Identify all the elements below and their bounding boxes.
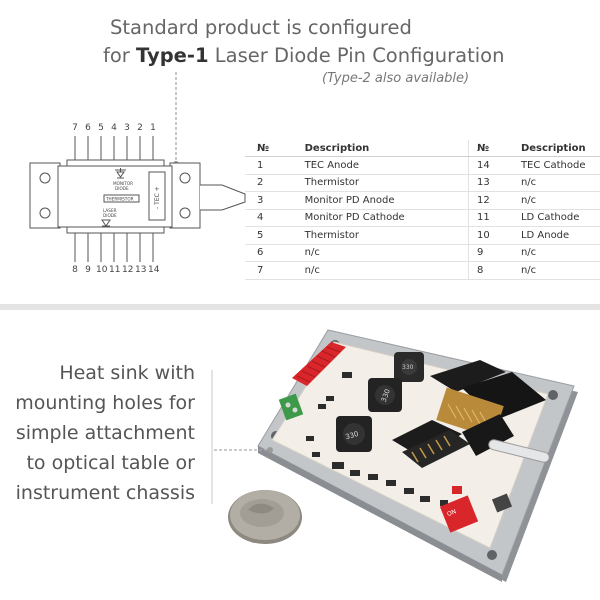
tec-label: - TEC + [154,186,161,209]
table-cell: TEC Cathode [520,156,600,175]
inductor-1 [394,352,424,382]
table-cell: 11 [468,209,521,227]
inductor-3: 330 [336,416,372,452]
side-text-line: to optical table or [26,452,195,474]
table-cell: Monitor PD Cathode [304,209,469,227]
pin-number-top: 7 [72,123,78,133]
ic-mark-3: 330 [345,430,360,441]
table-cell: 4 [245,209,305,227]
butterfly-package-diagram [29,136,246,262]
pin-number-top: 3 [124,123,130,133]
table-cell: Thermistor [304,226,469,245]
table-cell: n/c [520,174,600,192]
table-cell: 2 [245,174,305,192]
table-cell: TEC Anode [304,156,469,175]
header-line-1: Standard product is configured [110,16,412,39]
side-text-line: simple attachment [15,422,195,444]
laser-diode-label-1: LASER [103,208,117,213]
table-cell: LD Cathode [520,209,600,227]
table-row: 5 Thermistor 10 LD Anode [245,226,600,245]
product-photo: 330 330 330 [228,329,578,582]
table-row: 1 TEC Anode 14 TEC Cathode [245,156,600,175]
pin-number-bottom: 12 [122,265,134,275]
table-cell: Monitor PD Anode [304,191,469,210]
pin-number-top: 1 [150,123,156,133]
pin-number-top: 2 [137,123,143,133]
ic-mark-1: 330 [402,364,414,371]
header-line-2-suffix: Laser Diode Pin Configuration [208,44,505,67]
pin-number-bottom: 11 [109,265,121,275]
section-divider [0,304,600,310]
table-cell: 13 [468,174,521,192]
dip-switch-label: ON [446,508,457,518]
header-description-left: Description [304,140,469,157]
side-text-line: instrument chassis [15,482,195,504]
table-row: 4 Monitor PD Cathode 11 LD Cathode [245,209,600,227]
table-cell: 6 [245,244,305,262]
table-cell: 9 [468,244,521,262]
laser-diode-label-2: DIODE [103,213,117,218]
pin-number-bottom: 13 [135,265,147,275]
table-cell: LD Anode [520,226,600,245]
table-cell: n/c [520,261,600,280]
table-row: 2 Thermistor 13 n/c [245,174,600,192]
monitor-diode-label-2: DIODE [115,186,129,191]
pin-configuration-table: № Description № Description 1 TEC Anode … [245,140,600,280]
header-note: (Type-2 also available) [322,71,470,86]
header-type-label: Type-1 [136,44,209,67]
pin-number-top: 6 [85,123,91,133]
table-row: 6 n/c 9 n/c [245,244,600,262]
pin-number-bottom: 8 [72,265,78,275]
inductor-2: 330 [368,378,402,412]
diagram-labels: MONITOR DIODE THERMISTOR LASER DIODE - T… [103,181,161,218]
table-cell: n/c [520,244,600,262]
header-line-2: for Type-1 Laser Diode Pin Configuration [103,44,504,67]
header-line-2-prefix: for [103,44,137,67]
table-cell: n/c [520,191,600,210]
pin-number-top: 4 [111,123,117,133]
table-cell: 5 [245,226,305,245]
pin-number-bottom: 10 [96,265,108,275]
table-row: 7 n/c 8 n/c [245,261,600,280]
table-cell: n/c [304,261,469,280]
header-pin-number-right: № [468,140,521,157]
table-cell: 8 [468,261,521,280]
pin-number-bottom: 9 [85,265,91,275]
side-text-line: Heat sink with [59,362,195,384]
table-row: 3 Monitor PD Anode 12 n/c [245,191,600,210]
header-pin-number-left: № [245,140,305,157]
table-cell: 3 [245,191,305,210]
header-description-right: Description [520,140,600,157]
table-cell: 1 [245,156,305,175]
thermistor-label: THERMISTOR [105,197,134,202]
table-header-row: № Description № Description [245,140,600,157]
monitor-diode-label-1: MONITOR [113,181,133,186]
table-cell: n/c [304,244,469,262]
table-cell: 10 [468,226,521,245]
pin-number-bottom: 14 [148,265,160,275]
table-cell: 12 [468,191,521,210]
side-text-line: mounting holes for [15,392,195,414]
table-cell: 7 [245,261,305,280]
pin-number-top: 5 [98,123,104,133]
table-cell: Thermistor [304,174,469,192]
leader-dot-side [267,447,273,453]
table-cell: 14 [468,156,521,175]
